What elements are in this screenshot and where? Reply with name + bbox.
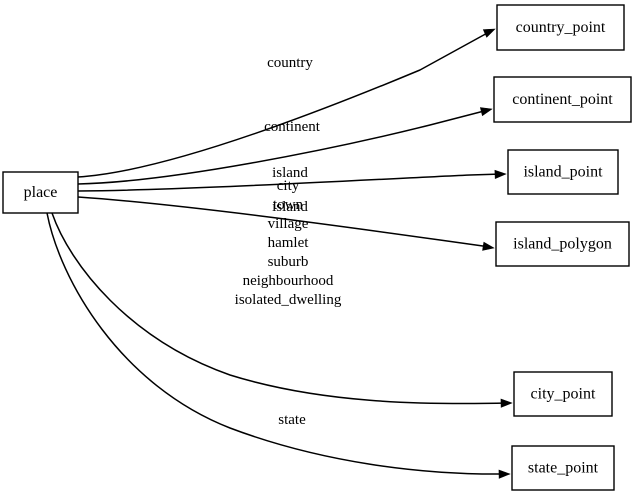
edge-island-point-path[interactable] xyxy=(77,173,503,192)
node-continent_point-box[interactable] xyxy=(493,76,632,123)
edge-city[interactable] xyxy=(51,212,513,408)
edge-island-polygon-path[interactable] xyxy=(77,196,491,248)
node-state_point-label: state_point xyxy=(528,460,599,477)
edge-island-point[interactable] xyxy=(77,169,507,192)
edge-country-path[interactable] xyxy=(77,30,492,178)
edge-island-polygon[interactable] xyxy=(77,196,495,252)
edge-state[interactable] xyxy=(46,212,511,479)
edge-city-label-1: town xyxy=(273,197,304,213)
edge-island-point-arrowhead-icon xyxy=(494,169,507,179)
edge-city-path[interactable] xyxy=(51,212,509,405)
edge-island-point-label-0: island xyxy=(272,165,308,181)
node-place-box[interactable] xyxy=(2,171,79,214)
node-city_point-box[interactable] xyxy=(513,371,613,417)
node-island_point-label: island_point xyxy=(523,164,603,181)
edge-country-label-group: country xyxy=(267,55,313,71)
node-country_point[interactable]: country_point xyxy=(496,4,625,51)
edge-city-label-5: neighbourhood xyxy=(243,273,334,289)
edge-state-label-group: state xyxy=(278,412,306,428)
node-island_point[interactable]: island_point xyxy=(507,149,619,195)
edge-island-polygon-arrowhead-icon xyxy=(482,241,495,251)
edge-continent-arrowhead-icon xyxy=(479,107,493,117)
nodes-layer: place country_point continent_point island_… xyxy=(2,4,632,491)
edge-city-label-3: hamlet xyxy=(268,235,310,251)
edge-continent-path[interactable] xyxy=(77,109,489,185)
edge-state-label-0: state xyxy=(278,412,306,428)
edge-island-polygon-label-group: island xyxy=(272,199,308,215)
edge-city-label-group: city town village hamlet suburb neighbourhood… xyxy=(235,178,342,308)
edge-city-label-4: suburb xyxy=(268,254,309,270)
edges-layer xyxy=(46,25,513,479)
edge-continent-label-0: continent xyxy=(264,119,321,135)
node-country_point-label: country_point xyxy=(516,19,606,36)
node-island_polygon-label: island_polygon xyxy=(513,236,612,253)
node-city_point[interactable]: city_point xyxy=(513,371,613,417)
edge-continent[interactable] xyxy=(77,105,493,185)
edge-labels-layer: countrycontinentislandislandcitytownvill… xyxy=(235,55,342,428)
node-state_point[interactable]: state_point xyxy=(511,445,615,491)
edge-island-polygon-label-0: island xyxy=(272,199,308,215)
node-city_point-label: city_point xyxy=(531,386,596,403)
edge-city-label-6: isolated_dwelling xyxy=(235,292,342,308)
node-place[interactable]: place xyxy=(2,171,79,214)
node-place-label: place xyxy=(24,184,58,201)
edge-city-label-0: city xyxy=(277,178,300,194)
edge-country-label-0: country xyxy=(267,55,313,71)
node-island_polygon[interactable]: island_polygon xyxy=(495,221,630,267)
edge-country-arrowhead-icon xyxy=(482,28,496,38)
node-country_point-box[interactable] xyxy=(496,4,625,51)
edge-continent-label-group: continent xyxy=(264,119,321,135)
edge-state-arrowhead-icon xyxy=(498,469,511,479)
edge-city-arrowhead-icon xyxy=(500,398,513,408)
edge-state-path[interactable] xyxy=(46,212,507,475)
node-continent_point[interactable]: continent_point xyxy=(493,76,632,123)
node-island_polygon-box[interactable] xyxy=(495,221,630,267)
edge-island-point-label-group: island xyxy=(272,165,308,181)
node-continent_point-label: continent_point xyxy=(512,91,613,108)
node-island_point-box[interactable] xyxy=(507,149,619,195)
edge-country[interactable] xyxy=(77,25,497,178)
edge-city-label-2: village xyxy=(268,216,309,232)
node-state_point-box[interactable] xyxy=(511,445,615,491)
